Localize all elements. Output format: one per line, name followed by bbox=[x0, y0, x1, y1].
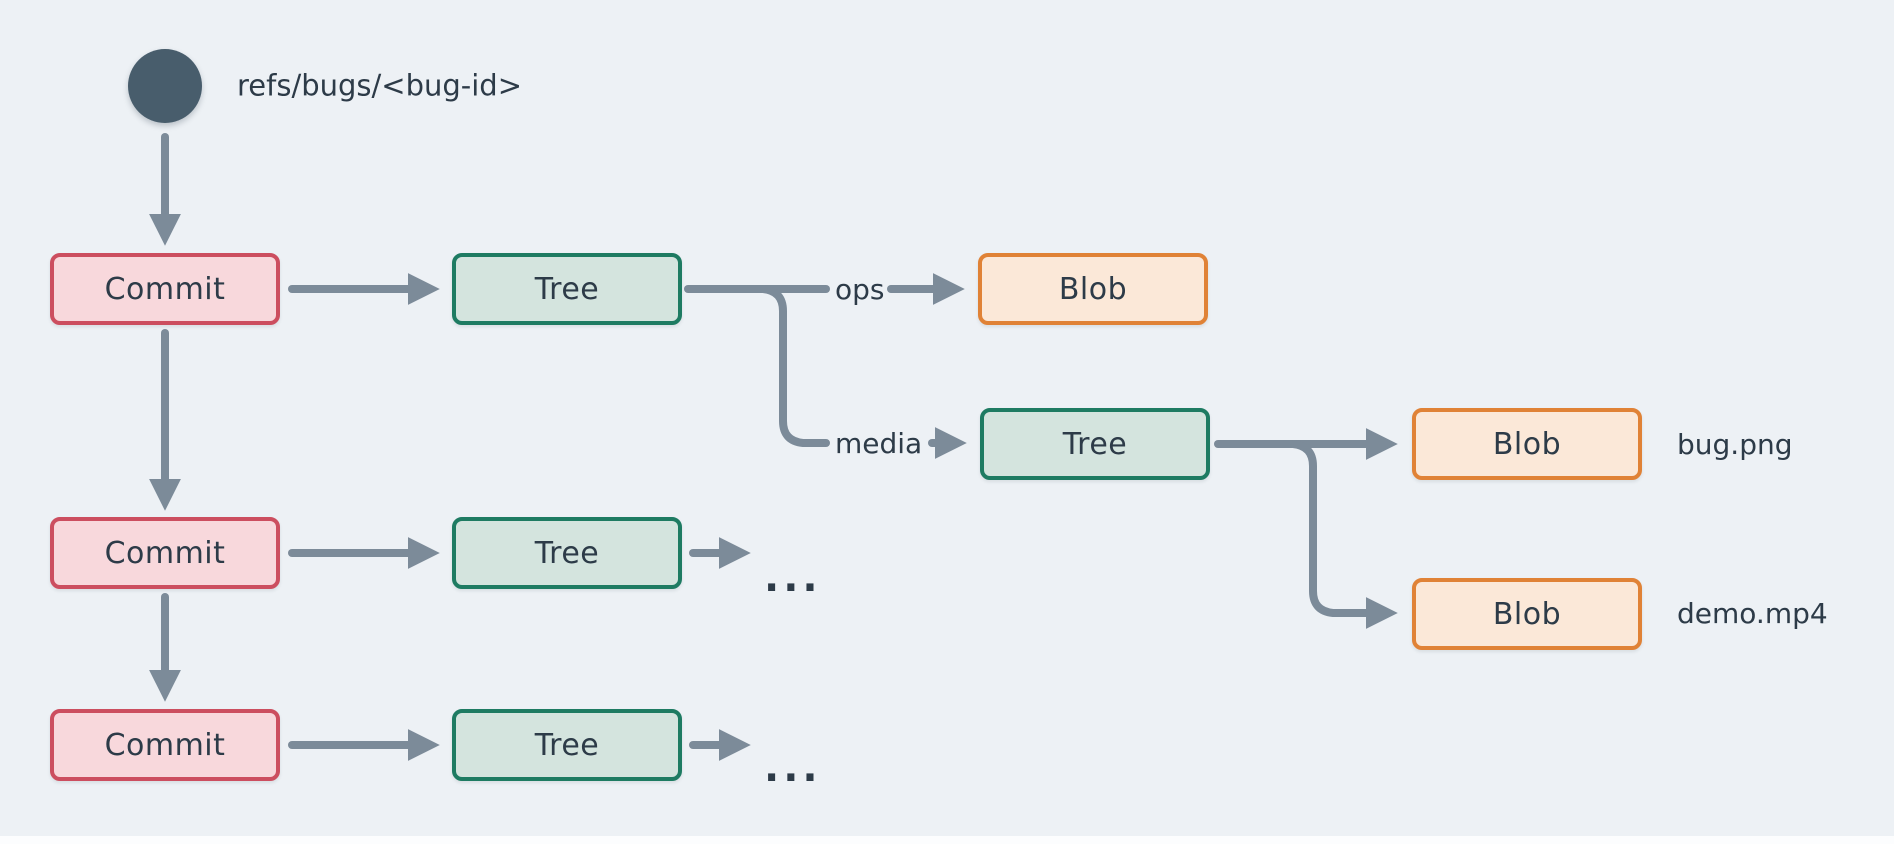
tree-3-label: Tree bbox=[534, 727, 600, 763]
file-label-demo-mp4: demo.mp4 bbox=[1677, 597, 1828, 630]
bottom-strip bbox=[0, 836, 1894, 844]
commit-2-label: Commit bbox=[104, 535, 226, 571]
commit-1-node: Commit bbox=[50, 253, 280, 325]
tree-3-node: Tree bbox=[452, 709, 682, 781]
commit-3-node: Commit bbox=[50, 709, 280, 781]
edge-tree1-branch-to-media bbox=[759, 285, 830, 447]
tree-media-node: Tree bbox=[980, 408, 1210, 480]
edge-label-media: media bbox=[835, 427, 923, 460]
edge-treemedia-branch-to-blob-demo bbox=[1289, 440, 1398, 629]
tree-1-node: Tree bbox=[452, 253, 682, 325]
blob-demo-node: Blob bbox=[1412, 578, 1642, 650]
commit-2-node: Commit bbox=[50, 517, 280, 589]
tree-2-node: Tree bbox=[452, 517, 682, 589]
blob-bug-node: Blob bbox=[1412, 408, 1642, 480]
blob-bug-label: Blob bbox=[1492, 426, 1562, 462]
tree-2-label: Tree bbox=[534, 535, 600, 571]
blob-ops-node: Blob bbox=[978, 253, 1208, 325]
tree-1-label: Tree bbox=[534, 271, 600, 307]
commit-3-label: Commit bbox=[104, 727, 226, 763]
ref-dot-icon bbox=[128, 49, 202, 123]
blob-ops-label: Blob bbox=[1058, 271, 1128, 307]
blob-demo-label: Blob bbox=[1492, 596, 1562, 632]
ref-label: refs/bugs/<bug-id> bbox=[237, 68, 523, 103]
edge-label-ops: ops bbox=[835, 273, 885, 306]
commit-1-label: Commit bbox=[104, 271, 226, 307]
tree-media-label: Tree bbox=[1062, 426, 1128, 462]
file-label-bug-png: bug.png bbox=[1677, 428, 1793, 461]
